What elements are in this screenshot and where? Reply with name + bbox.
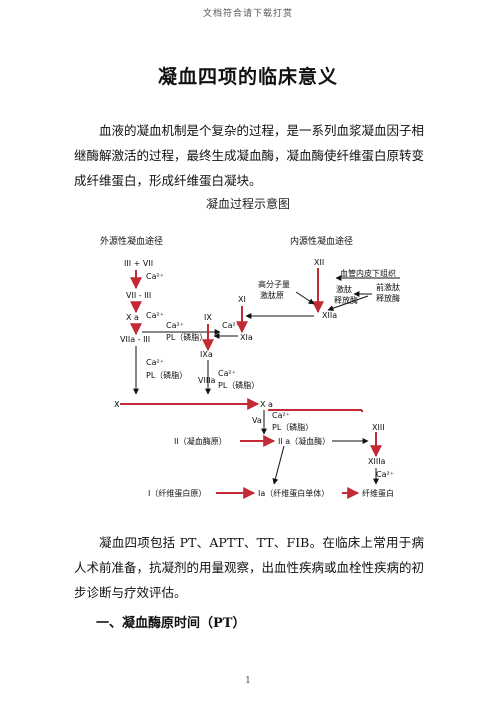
label-xa-1: X a bbox=[126, 313, 139, 322]
label-hmw-2: 激肽原 bbox=[260, 290, 284, 300]
label-ca-8: Ca²⁺ bbox=[376, 470, 394, 479]
label-xiia: XIIa bbox=[322, 311, 337, 320]
panel-paragraph: 凝血四项包括 PT、APTT、TT、FIB。在临床上常用于病人术前准备，抗凝剂的… bbox=[74, 535, 425, 600]
figure-caption: 凝血过程示意图 bbox=[205, 197, 290, 211]
label-i: I（纤维蛋白原） bbox=[148, 488, 206, 498]
label-ca-7: Ca²⁺ bbox=[272, 411, 290, 420]
page-title: 凝血四项的临床意义 bbox=[157, 66, 338, 88]
label-xi: XI bbox=[238, 295, 246, 304]
label-x: X bbox=[114, 400, 120, 409]
label-ix: IX bbox=[204, 313, 212, 322]
label-iii-vii: III + VII bbox=[124, 259, 153, 268]
label-prekallikrein-2: 释放酶 bbox=[376, 293, 400, 303]
coagulation-diagram: 外源性凝血途径 内源性凝血途径 III + VII Ca²⁺ VII - III… bbox=[100, 235, 400, 499]
section-heading-pt: 一、凝血酶原时间（PT） bbox=[96, 616, 246, 631]
label-kallikrein-1: 激肽 bbox=[336, 284, 352, 294]
label-prekallikrein-1: 前激肽 bbox=[376, 282, 400, 292]
label-ca-2: Ca²⁺ bbox=[146, 311, 164, 320]
label-iia: II a（凝血酶） bbox=[278, 436, 330, 446]
page-number: 1 bbox=[245, 676, 251, 686]
label-ixa: IXa bbox=[200, 350, 213, 359]
label-viiia: VIIIa bbox=[198, 376, 216, 385]
page-header: 文档符合请下载打赏 bbox=[202, 9, 293, 19]
label-pl-6: PL（磷脂） bbox=[218, 380, 259, 390]
label-va: Va bbox=[252, 416, 262, 425]
label-vii-iii: VII - III bbox=[126, 291, 151, 300]
label-ca-6: Ca²⁺ bbox=[218, 369, 236, 378]
label-endothelium: 血管内皮下组织 bbox=[340, 268, 396, 278]
label-ii: II（凝血酶原） bbox=[174, 436, 227, 446]
label-hmw-1: 高分子量 bbox=[258, 279, 290, 289]
label-fibrin: 纤维蛋白 bbox=[362, 488, 394, 498]
label-pl-3: PL（磷脂） bbox=[146, 370, 187, 380]
label-viia-iii: VIIa - III bbox=[120, 335, 150, 344]
label-pl-5: PL（磷脂） bbox=[166, 332, 207, 342]
label-xii: XII bbox=[314, 258, 324, 267]
label-xiii: XIII bbox=[372, 423, 385, 432]
label-kallikrein-2: 释放酶 bbox=[334, 295, 358, 305]
label-ca-5: Ca²⁺ bbox=[222, 321, 240, 330]
intrinsic-title: 内源性凝血途径 bbox=[290, 235, 353, 247]
label-xa-2: X a bbox=[260, 400, 273, 409]
label-ca-3: Ca²⁺ bbox=[146, 358, 164, 367]
label-pl-7: PL（磷脂） bbox=[272, 422, 313, 432]
extrinsic-title: 外源性凝血途径 bbox=[100, 235, 163, 247]
label-ca-4: Ca²⁺ bbox=[166, 321, 184, 330]
label-xiiia: XIIIa bbox=[368, 457, 386, 466]
label-xia: XIa bbox=[240, 333, 253, 342]
label-ia: Ia（纤维蛋白单体） bbox=[258, 488, 329, 498]
label-ca-1: Ca²⁺ bbox=[146, 272, 164, 281]
intro-paragraph: 血液的凝血机制是个复杂的过程，是一系列血浆凝血因子相继酶解激活的过程，最终生成凝… bbox=[74, 123, 425, 188]
